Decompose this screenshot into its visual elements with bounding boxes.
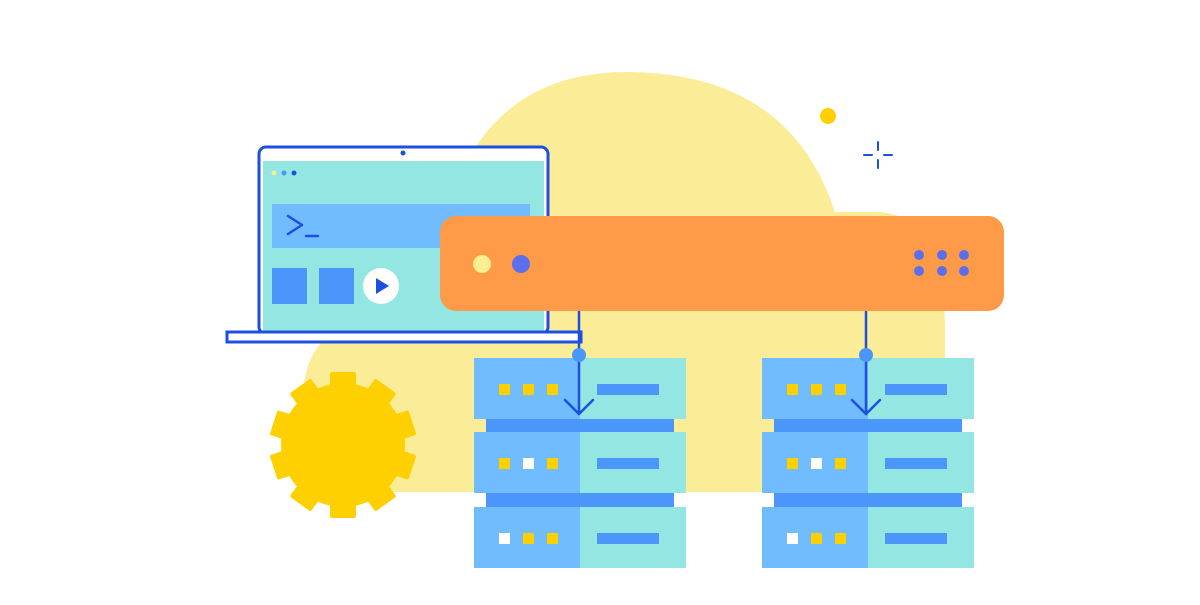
laptop-camera	[400, 150, 406, 156]
connection-node-right	[859, 348, 873, 362]
gear-icon	[270, 372, 416, 518]
status-light-yellow	[473, 255, 491, 273]
terminal-prompt-icon	[286, 214, 320, 238]
sparkle-cross-icon	[863, 141, 893, 169]
server-indicator-square	[835, 384, 846, 395]
server-indicator-square	[547, 384, 558, 395]
server-indicator-square	[499, 533, 510, 544]
vent-dots	[914, 250, 969, 276]
server-indicator-square	[523, 384, 534, 395]
server-indicator-square	[499, 458, 510, 469]
laptop-tile-1	[272, 268, 307, 304]
server-drive-slot	[885, 533, 947, 544]
server-indicator-square	[523, 458, 534, 469]
server-drive-slot	[597, 384, 659, 395]
server-unit	[474, 358, 686, 419]
server-drive-slot	[597, 533, 659, 544]
status-light-purple	[512, 255, 530, 273]
laptop-tile-2	[319, 268, 354, 304]
router-bar	[440, 216, 1004, 311]
server-indicator-square	[523, 533, 534, 544]
rack-connector	[774, 415, 962, 433]
rack-connector	[486, 415, 674, 433]
server-indicator-square	[835, 458, 846, 469]
connection-node-left	[572, 348, 586, 362]
server-indicator-square	[547, 533, 558, 544]
server-unit	[762, 507, 974, 568]
server-rack	[474, 358, 686, 568]
server-indicator-square	[787, 458, 798, 469]
play-icon	[376, 278, 389, 294]
server-unit	[474, 507, 686, 568]
server-indicator-square	[787, 533, 798, 544]
server-racks	[474, 358, 974, 568]
server-indicator-square	[547, 458, 558, 469]
server-indicator-square	[499, 384, 510, 395]
server-drive-slot	[885, 384, 947, 395]
rack-connector	[774, 489, 962, 507]
server-unit	[762, 432, 974, 493]
server-indicator-square	[787, 384, 798, 395]
server-drive-slot	[597, 458, 659, 469]
server-indicator-square	[835, 533, 846, 544]
server-unit	[762, 358, 974, 419]
server-indicator-square	[811, 458, 822, 469]
server-unit	[474, 432, 686, 493]
window-toolbar-dots	[271, 170, 297, 176]
server-indicator-square	[811, 384, 822, 395]
server-indicator-square	[811, 533, 822, 544]
rack-connector	[486, 489, 674, 507]
server-rack	[762, 358, 974, 568]
laptop-base	[225, 330, 583, 344]
yellow-dot	[820, 108, 836, 124]
server-drive-slot	[885, 458, 947, 469]
